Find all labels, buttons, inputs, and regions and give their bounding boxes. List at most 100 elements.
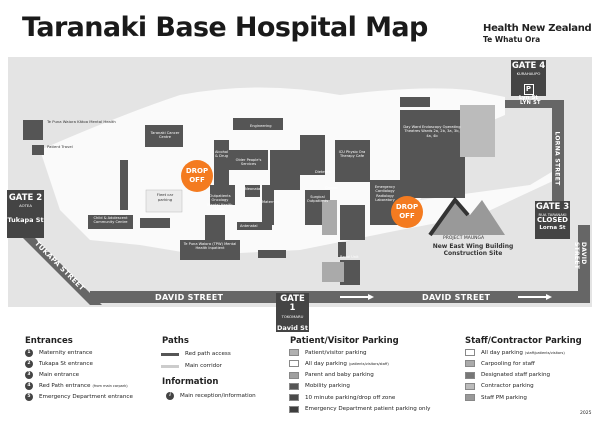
label-renal: Renal Unit	[340, 255, 359, 259]
fleet-parking-area	[145, 189, 183, 213]
parking-note: (staff/patients/visitors)	[524, 350, 565, 355]
label-surgical: Surgical Outpatients	[306, 195, 329, 204]
parking	[322, 262, 344, 282]
label-icu: ICU Physio Ora Therapy Cafe	[338, 150, 366, 159]
legend-entrance: 2 Tukapa St entrance	[25, 360, 93, 368]
entrance-note: (from main carpark)	[92, 384, 128, 388]
project-maunga-logo-line	[428, 196, 470, 237]
legend-patient-title: Patient/Visitor Parking	[290, 336, 399, 346]
label-older-people: Older People's Services	[235, 158, 262, 167]
road-label-lyn: LYN ST	[520, 100, 541, 106]
entrance-number-icon: 5	[25, 393, 33, 401]
road-label-david-vertical: DAVID STREET	[573, 242, 587, 270]
path-label: Red path access	[185, 351, 231, 357]
legend-entrance: 4 Red Path entrance(from main carpark)	[25, 382, 128, 390]
info-icon: i	[166, 392, 174, 400]
gate-3: GATE 3 RUA TARANAKI CLOSED Lorna St	[535, 201, 570, 239]
label-mental-health: Te Puna Waiora Kātoa Mental Health	[47, 119, 116, 124]
drop-off-zone-east: DROP OFF	[391, 196, 423, 228]
logo-sub: Te Whatu Ora	[483, 35, 541, 44]
label-dietetics: Dietetics	[315, 170, 331, 174]
logo-name: Health New Zealand	[483, 23, 592, 34]
parking-swatch	[289, 405, 299, 413]
parking-label: Parent and baby parking	[305, 372, 374, 379]
entrance-label: Maternity entrance	[39, 350, 93, 356]
road-label-lorna: LORNA STREET	[553, 131, 561, 186]
parking-swatch	[289, 360, 299, 368]
legend-parking-item: Mobility parking	[289, 382, 350, 390]
entrance-number-icon: 2	[25, 360, 33, 368]
legend-paths-title: Paths	[162, 336, 189, 346]
drop-off-zone-west: DROP OFF	[181, 160, 213, 192]
parking-label: Carpooling for staff	[481, 360, 535, 367]
parking	[322, 200, 337, 235]
parking-swatch	[465, 360, 475, 368]
entrance-label: Red Path entrance	[39, 383, 91, 389]
legend-information-title: Information	[162, 377, 219, 387]
label-child-adolescent: Child & Adolescent Community Centre	[93, 216, 128, 225]
parking-note: (patients/visitors/staff)	[348, 361, 389, 366]
parking-swatch	[465, 394, 475, 402]
label-project-maunga: PROJECT MAUNGA	[443, 236, 485, 241]
label-construction: New East Wing Building Construction Site	[432, 243, 514, 258]
gate-1-street: David St	[277, 323, 308, 332]
gate-2-street: Tukapa St	[7, 216, 44, 225]
legend-parking-item: Parent and baby parking	[289, 371, 374, 379]
parking-swatch	[289, 371, 299, 379]
entrance-number-icon: 4	[25, 382, 33, 390]
legend-staff-title: Staff/Contractor Parking	[465, 336, 582, 346]
legend-entrance: 5 Emergency Department entrance	[25, 393, 133, 401]
label-neonatal: Neonatal	[245, 187, 262, 191]
label-emergency: Emergency Cardiology Radiology Laborator…	[374, 185, 396, 202]
gate-3-maori: RUA TARANAKI	[538, 212, 567, 218]
gate-4-street: Lyn St	[518, 95, 539, 102]
red-path-swatch	[161, 352, 179, 356]
gate-2-maori: AOTEA	[19, 203, 32, 209]
parking-label: All day parking	[305, 360, 347, 367]
parking-swatch	[465, 349, 475, 356]
gate-1: GATE 1 TOKOMARU David St	[276, 293, 309, 332]
page-title: Taranaki Base Hospital Map	[22, 12, 428, 43]
buildings	[23, 97, 465, 285]
road-label-david-east: DAVID STREET	[422, 293, 491, 302]
legend-entrances-title: Entrances	[25, 336, 73, 346]
road-arrows	[340, 294, 552, 300]
gate-4-name: GATE 4	[511, 61, 546, 71]
parking-label: Staff PM parking	[481, 394, 527, 401]
legend-parking-item: Emergency Department patient parking onl…	[289, 405, 431, 413]
parking-swatch	[465, 371, 475, 379]
legend-parking-item: Contractor parking	[465, 382, 534, 390]
parking-label: Contractor parking	[481, 383, 534, 390]
legend-parking-item: Carpooling for staff	[465, 360, 535, 368]
gate-4-maori: KURAHAUPO	[516, 71, 541, 77]
label-tpw: Te Puna Waiora (TPW) Mental Health Inpat…	[183, 242, 237, 251]
road-label-david-west: DAVID STREET	[155, 293, 224, 302]
legend-path: Red path access	[161, 351, 231, 357]
gate-1-maori: TOKOMARU	[281, 313, 304, 319]
year: 2025	[580, 411, 592, 416]
legend-parking-item: All day parking(patients/visitors/staff)	[289, 360, 389, 368]
parking-label: Designated staff parking	[481, 372, 551, 379]
entrance-label: Main entrance	[39, 372, 80, 378]
path-label: Main corridor	[185, 363, 222, 369]
lyn-street	[505, 100, 564, 108]
gate-1-name: GATE 1	[280, 294, 305, 314]
staff-parking	[460, 105, 495, 157]
parking-label: Patient/visitor parking	[305, 349, 367, 356]
corridor-swatch	[161, 364, 179, 368]
legend-parking-item: Designated staff parking	[465, 371, 551, 379]
lorna-street	[552, 100, 564, 225]
label-antenatal: Antenatal	[240, 224, 258, 228]
label-engineering: Engineering	[250, 124, 272, 128]
parking-label: Emergency Department patient parking onl…	[305, 406, 431, 412]
info-label: Main reception/information	[180, 393, 256, 399]
gate-3-status: CLOSED	[537, 216, 568, 225]
label-outpatients: Outpatients Oncology Mental Health Outp.	[207, 194, 233, 211]
gate-4: GATE 4 KURAHAUPO P Lyn St	[511, 60, 546, 101]
entrance-label: Tukapa St entrance	[39, 361, 93, 367]
parking-label: 10 minute parking/drop off zone	[305, 394, 396, 401]
parking-swatch	[465, 382, 475, 390]
entrance-label: Emergency Department entrance	[39, 394, 133, 400]
label-chapel: Chapel	[325, 186, 338, 190]
